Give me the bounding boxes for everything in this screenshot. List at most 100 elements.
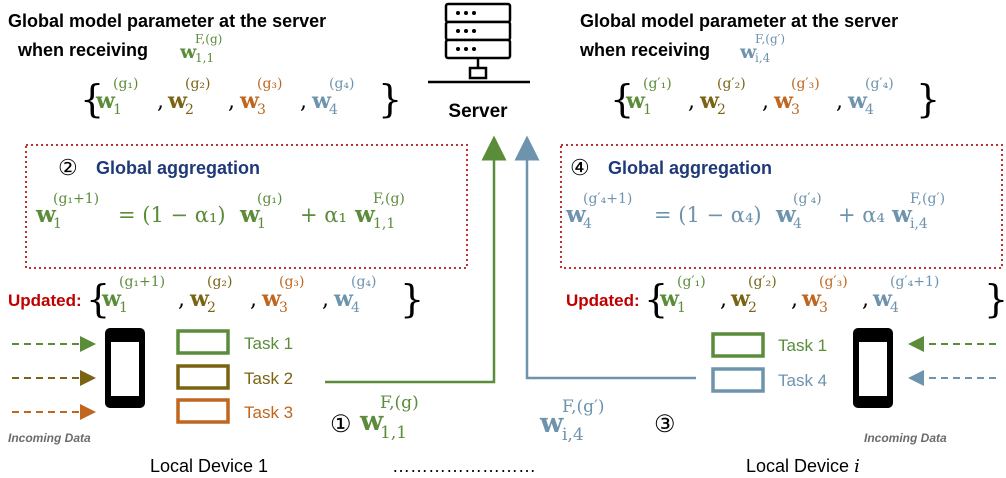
right-step-4: ④: [570, 155, 590, 180]
task-box-i-4: [711, 367, 765, 393]
svg-text:w: w: [311, 88, 332, 114]
svg-text:{: {: [644, 277, 668, 321]
svg-text:w: w: [239, 201, 261, 228]
svg-text:4: 4: [793, 216, 802, 232]
left-brace-close: }: [378, 77, 402, 121]
svg-text:w: w: [872, 286, 893, 312]
svg-text:w: w: [261, 286, 282, 312]
svg-text:,: ,: [862, 287, 869, 312]
svg-text:3: 3: [279, 300, 288, 316]
svg-text:{: {: [86, 277, 110, 321]
left-title-line1: Global model parameter at the server: [8, 11, 326, 31]
svg-text:3: 3: [791, 102, 800, 118]
svg-text:(g₁): (g₁): [257, 191, 283, 207]
svg-text:w: w: [847, 88, 868, 114]
svg-text:(g₃): (g₃): [257, 76, 283, 92]
svg-text:F,(g): F,(g): [195, 32, 222, 46]
left-brace-open: {: [80, 77, 104, 121]
step-1: ①: [330, 411, 352, 438]
svg-text:w: w: [354, 201, 376, 228]
svg-text:,: ,: [688, 89, 695, 114]
device-i-upload-w: w: [539, 408, 564, 439]
svg-text:4: 4: [583, 216, 592, 232]
svg-text:w: w: [891, 201, 913, 228]
svg-text:(g′₄): (g′₄): [865, 76, 894, 92]
left-title-line2: when receiving: [17, 40, 148, 60]
svg-text:,: ,: [178, 287, 185, 312]
svg-text:w: w: [775, 201, 797, 228]
svg-text:2: 2: [185, 102, 194, 118]
svg-text:w: w: [659, 286, 680, 312]
task-i-label-4: Task 4: [778, 371, 827, 390]
device-i-upload-sup: F,(g′): [562, 397, 605, 417]
device-i-upload-sub: i,4: [562, 425, 584, 445]
svg-text:(g₄): (g₄): [329, 76, 355, 92]
svg-text:(g′₄+1): (g′₄+1): [890, 274, 939, 290]
svg-text:(g₂): (g₂): [185, 76, 211, 92]
svg-text:1,1: 1,1: [373, 216, 395, 232]
svg-text:}: }: [984, 277, 1006, 321]
svg-text:(g′₂): (g′₂): [717, 76, 746, 92]
left-received-symbol: w F,(g) 1,1: [179, 32, 222, 65]
svg-text:(g′₃): (g′₃): [819, 274, 848, 290]
svg-text:w: w: [95, 88, 116, 114]
right-aggregation-title: Global aggregation: [608, 158, 772, 178]
right-updated-set: { w (g′₁) 1 , w (g′₂) 2 , w (g′₃) 3 , w …: [644, 274, 1006, 321]
svg-text:w: w: [179, 41, 197, 63]
left-aggregation-title: Global aggregation: [96, 158, 260, 178]
svg-text:(g₁+1): (g₁+1): [53, 191, 99, 207]
task-label-3: Task 3: [244, 403, 293, 422]
svg-text:,: ,: [300, 89, 307, 114]
svg-text:w: w: [101, 286, 122, 312]
svg-text:,: ,: [791, 287, 798, 312]
right-param-set: { w (g′₁) 1 , w (g′₂) 2 , w (g′₃) 3 , w …: [610, 76, 940, 121]
svg-text:w: w: [625, 88, 646, 114]
svg-text:+ α₁: + α₁: [300, 203, 347, 227]
task-box-2: [176, 364, 230, 390]
left-aggregation-box: [25, 144, 468, 269]
param-w4: w (g₄) 4: [311, 76, 355, 118]
svg-text:(g′₁): (g′₁): [677, 274, 706, 290]
svg-text:w: w: [35, 201, 57, 228]
right-aggregation-box: [560, 144, 1003, 269]
svg-text:,: ,: [157, 89, 164, 114]
svg-text:1,1: 1,1: [195, 51, 214, 65]
svg-text:F,(g′): F,(g′): [755, 32, 785, 46]
svg-text:(g′₃): (g′₃): [791, 76, 820, 92]
task-box-3: [176, 398, 230, 424]
svg-text:+ α₄: + α₄: [838, 203, 885, 227]
upload-arrow-device-i: [514, 135, 696, 380]
left-formula: w (g₁+1) 1 = (1 − α₁) w (g₁) 1 + α₁ w F,…: [35, 191, 405, 232]
updated-w1: w (g₁+1) 1: [101, 274, 165, 316]
svg-text:(g₁+1): (g₁+1): [119, 274, 165, 290]
svg-text:1: 1: [113, 102, 122, 118]
svg-text:3: 3: [257, 102, 266, 118]
phone-icon-device-i: [853, 328, 893, 408]
svg-text:}: }: [916, 77, 940, 121]
svg-text:w: w: [189, 286, 210, 312]
device-i-label: Local Device i: [746, 456, 860, 477]
svg-text:,: ,: [250, 287, 257, 312]
svg-text:1: 1: [677, 300, 686, 316]
svg-text:,: ,: [720, 287, 727, 312]
svg-text:2: 2: [207, 300, 216, 316]
upload-arrow-device1: [325, 135, 507, 384]
task-box-i-1: [711, 332, 765, 358]
updated-w4: w (g₄) 4: [333, 274, 377, 316]
svg-text:(g₁): (g₁): [113, 76, 139, 92]
svg-text:(g₂): (g₂): [207, 274, 233, 290]
right-updated-label: Updated:: [566, 291, 640, 310]
svg-text:i,4: i,4: [755, 51, 771, 65]
right-formula: w (g′₄+1) 4 = (1 − α₄) w (g′₄) 4 + α₄ w …: [565, 191, 945, 232]
svg-text:F,(g): F,(g): [380, 393, 419, 413]
svg-text:{: {: [610, 77, 634, 121]
phone-icon-device1: [105, 328, 145, 408]
svg-text:1: 1: [53, 216, 62, 232]
param-w1: w (g₁) 1: [95, 76, 139, 118]
svg-text:= (1 − α₄): = (1 − α₄): [654, 203, 762, 227]
svg-text:2: 2: [748, 300, 757, 316]
svg-text:4: 4: [329, 102, 338, 118]
svg-text:w: w: [773, 88, 794, 114]
task-label-1: Task 1: [244, 334, 293, 353]
